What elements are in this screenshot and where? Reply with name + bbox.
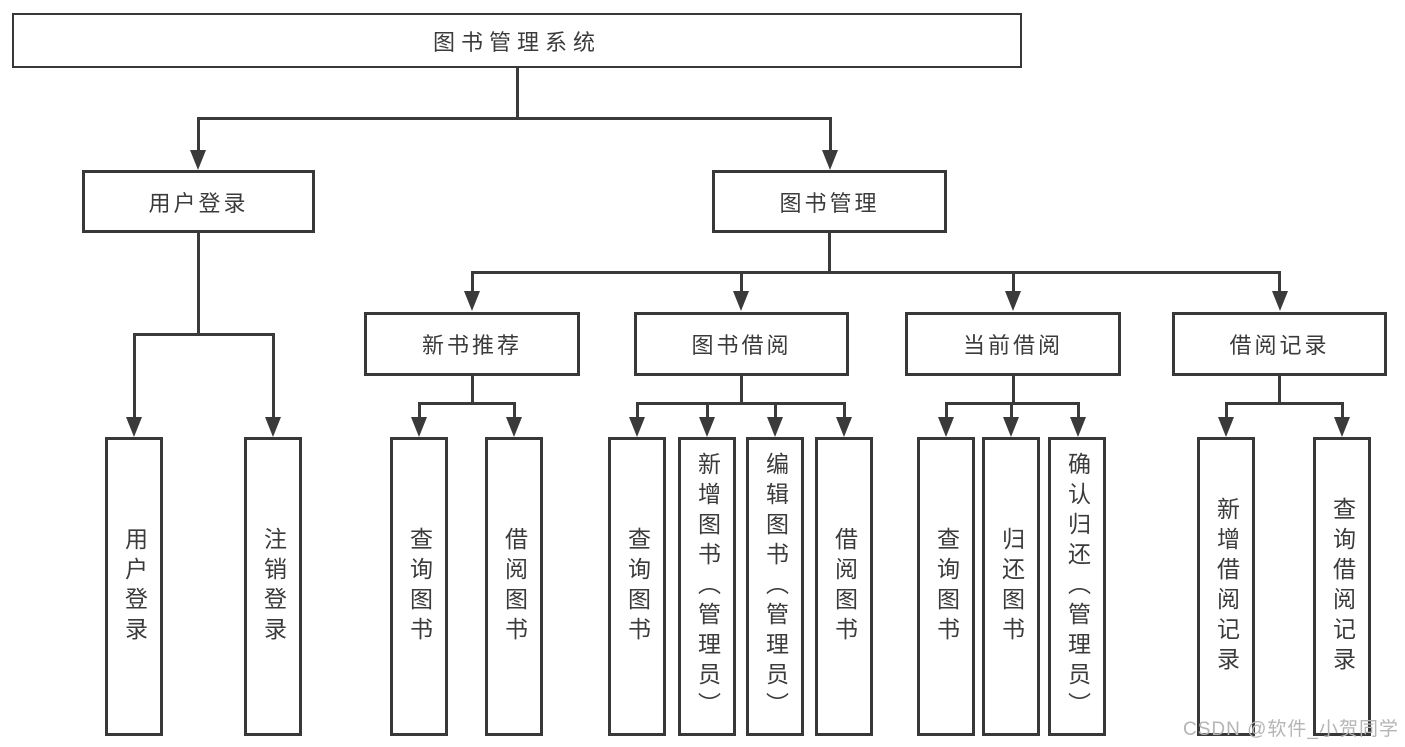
connector-arrow-shaft <box>418 402 421 419</box>
connector-group-stub <box>1278 374 1281 405</box>
node-user-login-label: 用户登录 <box>148 190 249 216</box>
leaf-add-books-admin: 新增图书（管理员） <box>678 437 736 736</box>
connector-level3-bar <box>471 271 1281 274</box>
connector-arrow-shaft <box>636 402 639 419</box>
node-current-borrowing-label: 当前借阅 <box>962 333 1063 358</box>
leaf-borrow-books: 借阅图书 <box>815 437 873 736</box>
leaf-recommend-query-books: 查询图书 <box>390 437 448 736</box>
arrow-down-icon <box>822 150 838 170</box>
connector-login-stub <box>197 232 200 336</box>
arrow-down-icon <box>1272 291 1288 311</box>
connector-root-stub <box>516 67 519 119</box>
connector-arrow-shaft <box>272 333 275 418</box>
leaf-confirm-return-admin-label: 确认归还（管理员） <box>1064 451 1091 722</box>
connector-arrow-manage-shaft <box>829 117 832 152</box>
connector-arrow-shaft <box>513 402 516 419</box>
connector-login-bar <box>133 333 275 336</box>
connector-arrow-shaft <box>1077 402 1080 419</box>
connector-arrow-shaft <box>471 271 474 294</box>
arrow-down-icon <box>629 417 645 437</box>
node-user-login: 用户登录 <box>82 170 315 233</box>
leaf-logout: 注销登录 <box>244 437 302 736</box>
node-root-label: 图书管理系统 <box>432 29 601 55</box>
arrow-down-icon <box>265 417 281 437</box>
arrow-down-icon <box>733 291 749 311</box>
node-book-borrowing-label: 图书借阅 <box>691 333 792 358</box>
leaf-borrowing-query-books-label: 查询图书 <box>624 526 651 647</box>
connector-arrow-shaft <box>1010 402 1013 419</box>
arrow-down-icon <box>938 417 954 437</box>
connector-arrow-shaft <box>945 402 948 419</box>
connector-arrow-shaft <box>133 333 136 418</box>
node-borrowing-records-label: 借阅记录 <box>1229 333 1330 358</box>
arrow-down-icon <box>699 417 715 437</box>
connector-group-bar <box>636 402 846 405</box>
leaf-query-borrow-record: 查询借阅记录 <box>1313 437 1371 736</box>
node-book-borrowing: 图书借阅 <box>634 312 849 376</box>
leaf-recommend-borrow-books-label: 借阅图书 <box>501 526 528 647</box>
leaf-edit-books-admin-label: 编辑图书（管理员） <box>762 451 789 722</box>
connector-manage-stub <box>828 232 831 274</box>
connector-arrow-shaft <box>843 402 846 419</box>
node-current-borrowing: 当前借阅 <box>905 312 1121 376</box>
connector-group-stub <box>740 374 743 405</box>
connector-arrow-shaft <box>1278 271 1281 294</box>
arrow-down-icon <box>836 417 852 437</box>
leaf-add-borrow-record-label: 新增借阅记录 <box>1213 496 1240 677</box>
connector-arrow-shaft <box>774 402 777 419</box>
arrow-down-icon <box>1070 417 1086 437</box>
arrow-down-icon <box>1003 417 1019 437</box>
leaf-return-books-label: 归还图书 <box>998 526 1025 647</box>
arrow-down-icon <box>190 150 206 170</box>
csdn-watermark: CSDN @软件_小贺同学 <box>1183 719 1399 740</box>
leaf-user-login-label: 用户登录 <box>121 526 148 647</box>
node-book-management-label: 图书管理 <box>779 190 880 216</box>
leaf-current-query-books: 查询图书 <box>917 437 975 736</box>
connector-arrow-shaft <box>1341 402 1344 419</box>
arrow-down-icon <box>464 291 480 311</box>
leaf-current-query-books-label: 查询图书 <box>933 526 960 647</box>
node-borrowing-records: 借阅记录 <box>1172 312 1387 376</box>
arrow-down-icon <box>767 417 783 437</box>
connector-arrow-shaft <box>706 402 709 419</box>
leaf-logout-label: 注销登录 <box>260 526 287 647</box>
leaf-borrow-books-label: 借阅图书 <box>831 526 858 647</box>
leaf-recommend-query-books-label: 查询图书 <box>406 526 433 647</box>
arrow-down-icon <box>1218 417 1234 437</box>
node-new-book-recommend-label: 新书推荐 <box>421 333 522 358</box>
leaf-edit-books-admin: 编辑图书（管理员） <box>746 437 804 736</box>
connector-group-stub <box>471 374 474 405</box>
arrow-down-icon <box>1005 291 1021 311</box>
arrow-down-icon <box>506 417 522 437</box>
connector-level2-bar <box>197 117 832 120</box>
node-book-management: 图书管理 <box>712 170 947 233</box>
leaf-recommend-borrow-books: 借阅图书 <box>485 437 543 736</box>
leaf-return-books: 归还图书 <box>982 437 1040 736</box>
leaf-query-borrow-record-label: 查询借阅记录 <box>1329 496 1356 677</box>
arrow-down-icon <box>126 417 142 437</box>
leaf-user-login: 用户登录 <box>105 437 163 736</box>
connector-arrow-login-shaft <box>197 117 200 152</box>
connector-arrow-shaft <box>1012 271 1015 294</box>
connector-group-bar <box>1225 402 1344 405</box>
connector-arrow-shaft <box>740 271 743 294</box>
leaf-add-borrow-record: 新增借阅记录 <box>1197 437 1255 736</box>
arrow-down-icon <box>1334 417 1350 437</box>
node-root: 图书管理系统 <box>12 13 1022 68</box>
connector-group-stub <box>1012 374 1015 405</box>
leaf-borrowing-query-books: 查询图书 <box>608 437 666 736</box>
connector-arrow-shaft <box>1225 402 1228 419</box>
connector-group-bar <box>418 402 516 405</box>
arrow-down-icon <box>411 417 427 437</box>
leaf-add-books-admin-label: 新增图书（管理员） <box>694 451 721 722</box>
leaf-confirm-return-admin: 确认归还（管理员） <box>1048 437 1106 736</box>
node-new-book-recommend: 新书推荐 <box>364 312 580 376</box>
